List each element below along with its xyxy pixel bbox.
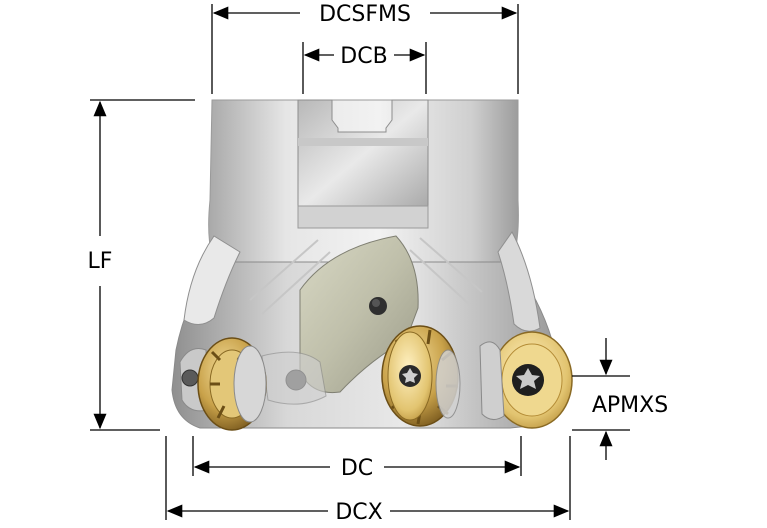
label-dcb: DCB: [340, 44, 387, 69]
label-dcx: DCX: [335, 500, 382, 523]
pocket-seat-center: [261, 351, 327, 405]
chip-flute-right: [497, 231, 541, 332]
keyway-ring: [297, 205, 429, 229]
keyway-band: [298, 138, 428, 146]
round-insert-right: [479, 331, 573, 429]
label-lf: LF: [88, 249, 113, 274]
insert-seat-right: [479, 341, 505, 420]
round-insert-left: [197, 337, 267, 431]
label-apmxs: APMXS: [592, 393, 668, 418]
dimension-lines: [90, 4, 630, 520]
chip-flute-left: [183, 235, 241, 325]
insert-pocket-wedge: [299, 235, 419, 394]
coolant-channel: [249, 237, 483, 315]
seat-hole-left: [181, 369, 199, 387]
label-dcsfms: DCSFMS: [319, 2, 411, 27]
label-dc: DC: [341, 456, 373, 481]
round-insert-center: [381, 325, 461, 427]
dimension-labels: DCSFMS DCB LF APMXS DC DCX: [88, 2, 669, 525]
